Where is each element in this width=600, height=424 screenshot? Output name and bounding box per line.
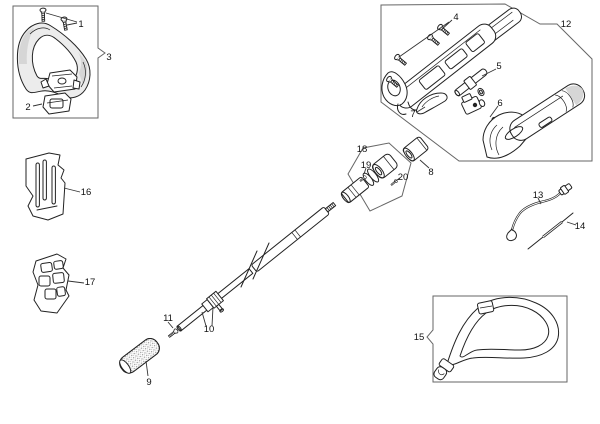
leader-9 [145,360,149,377]
leader-17 [67,280,85,284]
leader-10 [201,306,214,327]
callout-9: 9 [146,377,151,388]
plate-17 [32,253,70,314]
throttle-rod [454,68,488,97]
callout-6: 6 [497,98,502,109]
sleeve-8 [402,136,429,162]
coupler-callout-box [347,142,412,212]
switch-button [472,102,478,108]
callout-5: 5 [496,61,501,72]
callout-14: 14 [575,221,586,232]
shaft-bolt [167,327,180,339]
callout-11: 11 [163,313,173,324]
strap-buckle [476,300,495,315]
callout-2: 2 [25,102,30,113]
shaft-clamp [201,290,224,313]
leader-19 [363,167,367,175]
leader-16 [63,187,81,193]
handle-mount-bracket [40,69,81,93]
leader-13 [537,197,542,205]
shaft-grip [119,338,160,374]
callout-17: 17 [85,277,96,288]
callout-19: 19 [361,160,372,171]
break-lines [240,242,270,288]
callout-13: 13 [533,190,544,201]
leader-8 [419,159,430,169]
leader-5 [481,68,497,77]
bracket-16 [25,152,66,221]
callout-16: 16 [81,187,92,198]
callout-12: 12 [561,19,572,30]
callout-20: 20 [398,172,409,183]
throttle-cable [506,183,573,242]
rear-handle [482,83,586,159]
callout-7: 7 [410,109,415,120]
leader-6 [489,105,499,118]
strap-clip [433,358,455,381]
choke-rod [527,212,574,250]
leader-1 [45,12,78,26]
harness-callout-box [426,295,568,383]
drive-shaft [176,202,337,332]
callout-10: 10 [204,324,215,335]
callout-8: 8 [428,167,433,178]
shoulder-strap [433,296,560,381]
leader-11 [167,321,174,329]
throttle-trigger [416,92,448,115]
callout-3: 3 [106,52,111,63]
handle-clamp [42,92,72,115]
leader-20 [393,177,401,183]
leader-14 [566,221,577,226]
callout-1: 1 [78,19,83,30]
leader-7 [416,106,426,113]
callout-18: 18 [357,144,368,155]
leader-4 [398,19,453,58]
handle-callout-box [12,5,106,119]
callout-4: 4 [453,12,458,23]
leader-2 [32,103,43,107]
callout-15: 15 [414,332,425,343]
